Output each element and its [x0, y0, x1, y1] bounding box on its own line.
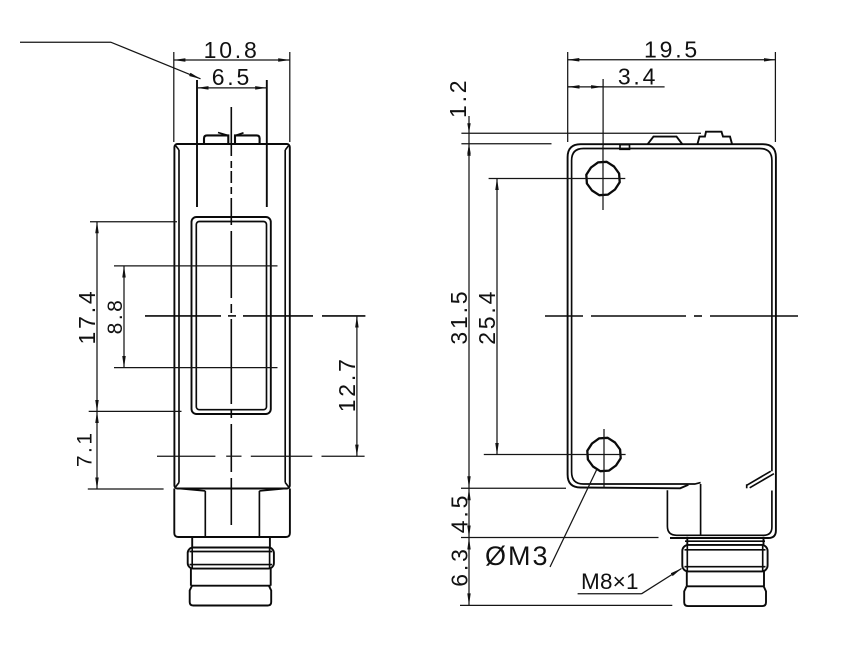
svg-text:4.5: 4.5 — [447, 493, 473, 533]
svg-text:8.8: 8.8 — [104, 298, 127, 335]
svg-text:6.5: 6.5 — [212, 64, 252, 90]
svg-text:25.4: 25.4 — [474, 289, 500, 345]
svg-text:1.2: 1.2 — [445, 78, 471, 118]
svg-text:3.4: 3.4 — [618, 64, 658, 90]
svg-text:10.8: 10.8 — [204, 37, 260, 63]
svg-text:7.1: 7.1 — [74, 430, 97, 467]
svg-text:17.4: 17.4 — [74, 289, 100, 345]
svg-text:12.7: 12.7 — [334, 356, 360, 412]
svg-text:31.5: 31.5 — [446, 289, 472, 345]
svg-text:6.3: 6.3 — [447, 546, 473, 586]
svg-text:M8×1: M8×1 — [581, 569, 639, 594]
svg-text:19.5: 19.5 — [644, 37, 700, 63]
svg-text:ØM3: ØM3 — [485, 541, 550, 571]
